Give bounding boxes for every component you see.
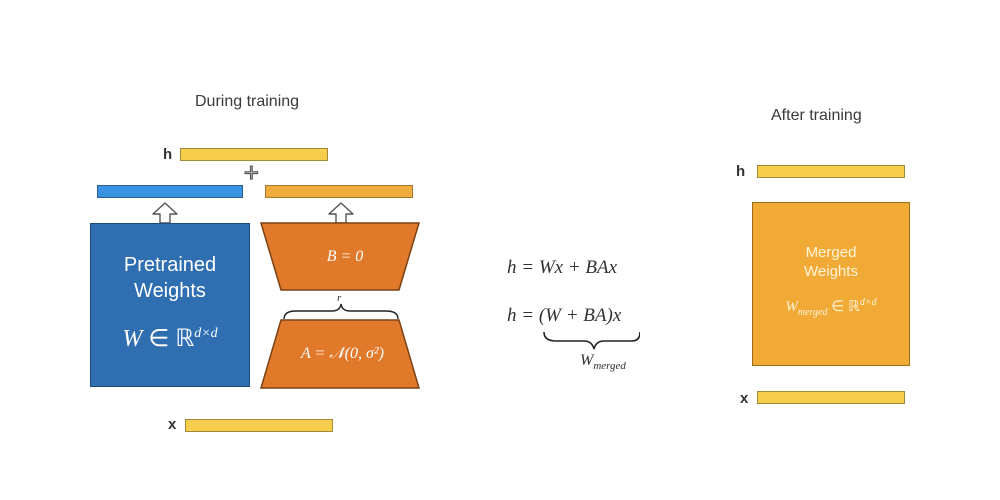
pretrained-formula: W ∈ ℝd×d: [122, 326, 218, 352]
lora-equation: h = Wx + BAx: [507, 257, 618, 278]
after-h-vector: [757, 165, 905, 178]
w-merged-label: Wmerged: [580, 352, 626, 373]
plus-icon: +: [242, 160, 260, 184]
during-training-heading: During training: [195, 93, 300, 110]
lora-diagram: [259, 222, 421, 389]
x-input-vector: [185, 419, 333, 432]
h-output-vector: [180, 148, 328, 161]
merged-formula: Wmerged ∈ ℝd×d: [785, 297, 877, 318]
after-training-heading: After training: [771, 107, 862, 124]
after-h-label: h: [736, 163, 746, 180]
merged-title-line2: Weights: [804, 263, 858, 280]
h-output-label: h: [163, 146, 173, 163]
matrix-a-label: A = 𝒩(0, σ²): [301, 345, 384, 362]
matrix-b-trapezoid: [259, 222, 421, 291]
merged-title-line1: Merged: [805, 244, 857, 261]
matrix-b-label: B = 0: [326, 248, 364, 265]
pretrained-output-vector: [97, 185, 243, 198]
pretrained-weights-box: Pretrained Weights W ∈ ℝd×d: [90, 223, 250, 387]
x-input-label: x: [168, 416, 177, 433]
merge-underbrace: [543, 331, 640, 350]
rank-brace: [283, 303, 399, 320]
pretrained-title-line2: Weights: [134, 280, 206, 302]
merged-equation: h = (W + BA)x: [507, 305, 622, 326]
pretrained-title-line1: Pretrained: [123, 254, 217, 276]
rank-label: r: [337, 292, 342, 304]
after-x-label: x: [740, 390, 749, 407]
lora-output-vector: [265, 185, 413, 198]
after-x-vector: [757, 391, 905, 404]
merged-weights-box: Merged Weights Wmerged ∈ ℝd×d: [752, 202, 910, 366]
up-arrow-icon: [152, 202, 178, 224]
matrix-a-trapezoid: [259, 319, 421, 389]
